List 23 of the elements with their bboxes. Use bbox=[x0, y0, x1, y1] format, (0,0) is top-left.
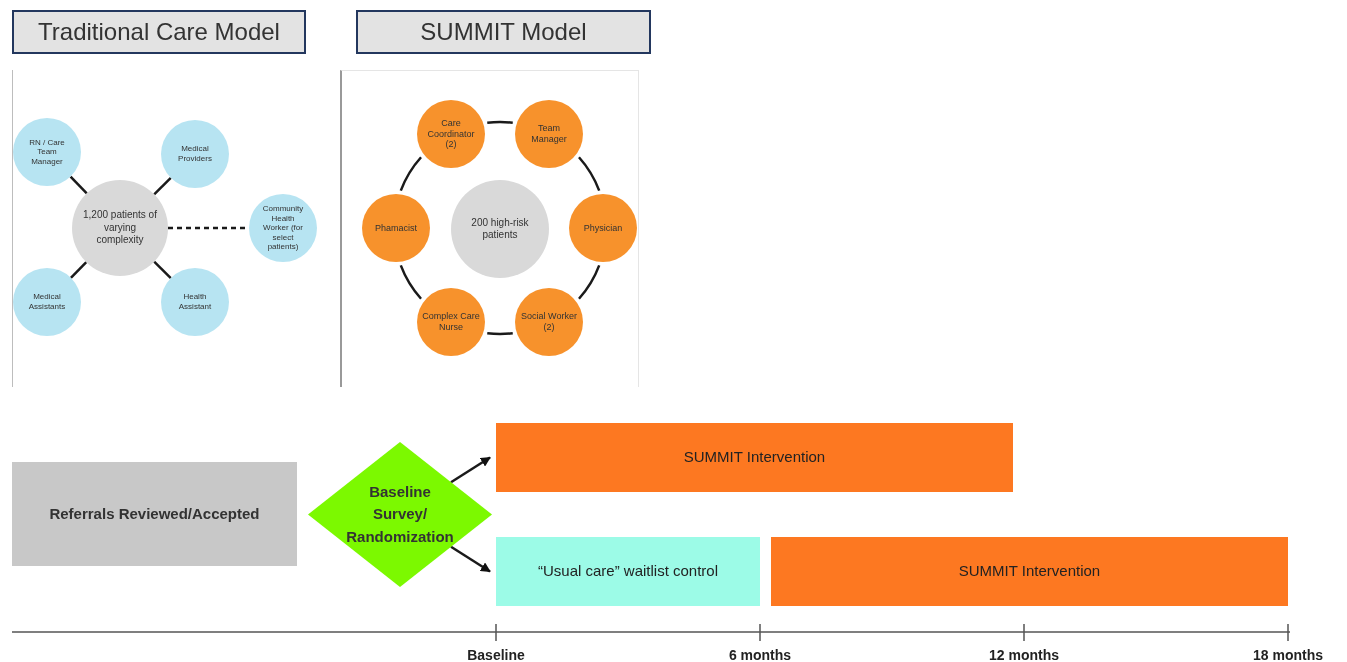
timeline-label: Baseline bbox=[467, 646, 525, 662]
timeline-label: 18 months bbox=[1253, 646, 1323, 662]
connector-line bbox=[153, 260, 172, 279]
control-bar: “Usual care” waitlist control bbox=[496, 537, 760, 606]
title-box: SUMMIT Model bbox=[356, 10, 651, 54]
connector-line bbox=[153, 177, 172, 196]
title-box: Traditional Care Model bbox=[12, 10, 306, 54]
arrow bbox=[450, 545, 491, 573]
intervention-bar: SUMMIT Intervention bbox=[771, 537, 1288, 606]
decision-diamond: Baseline Survey/ Randomization bbox=[308, 442, 492, 587]
arrow bbox=[450, 456, 491, 484]
connector-line bbox=[70, 261, 88, 279]
connector-line bbox=[578, 156, 601, 192]
connector-line bbox=[399, 264, 422, 300]
timeline-label: 6 months bbox=[728, 646, 792, 662]
connector-line bbox=[487, 332, 513, 336]
timeline-label: 12 months bbox=[989, 646, 1059, 662]
intervention-bar: SUMMIT Intervention bbox=[496, 423, 1013, 492]
connector-line bbox=[487, 120, 513, 124]
connector-line bbox=[69, 175, 88, 195]
connector-line bbox=[578, 264, 601, 300]
connector-line bbox=[399, 156, 422, 192]
process-box: Referrals Reviewed/Accepted bbox=[12, 462, 297, 566]
